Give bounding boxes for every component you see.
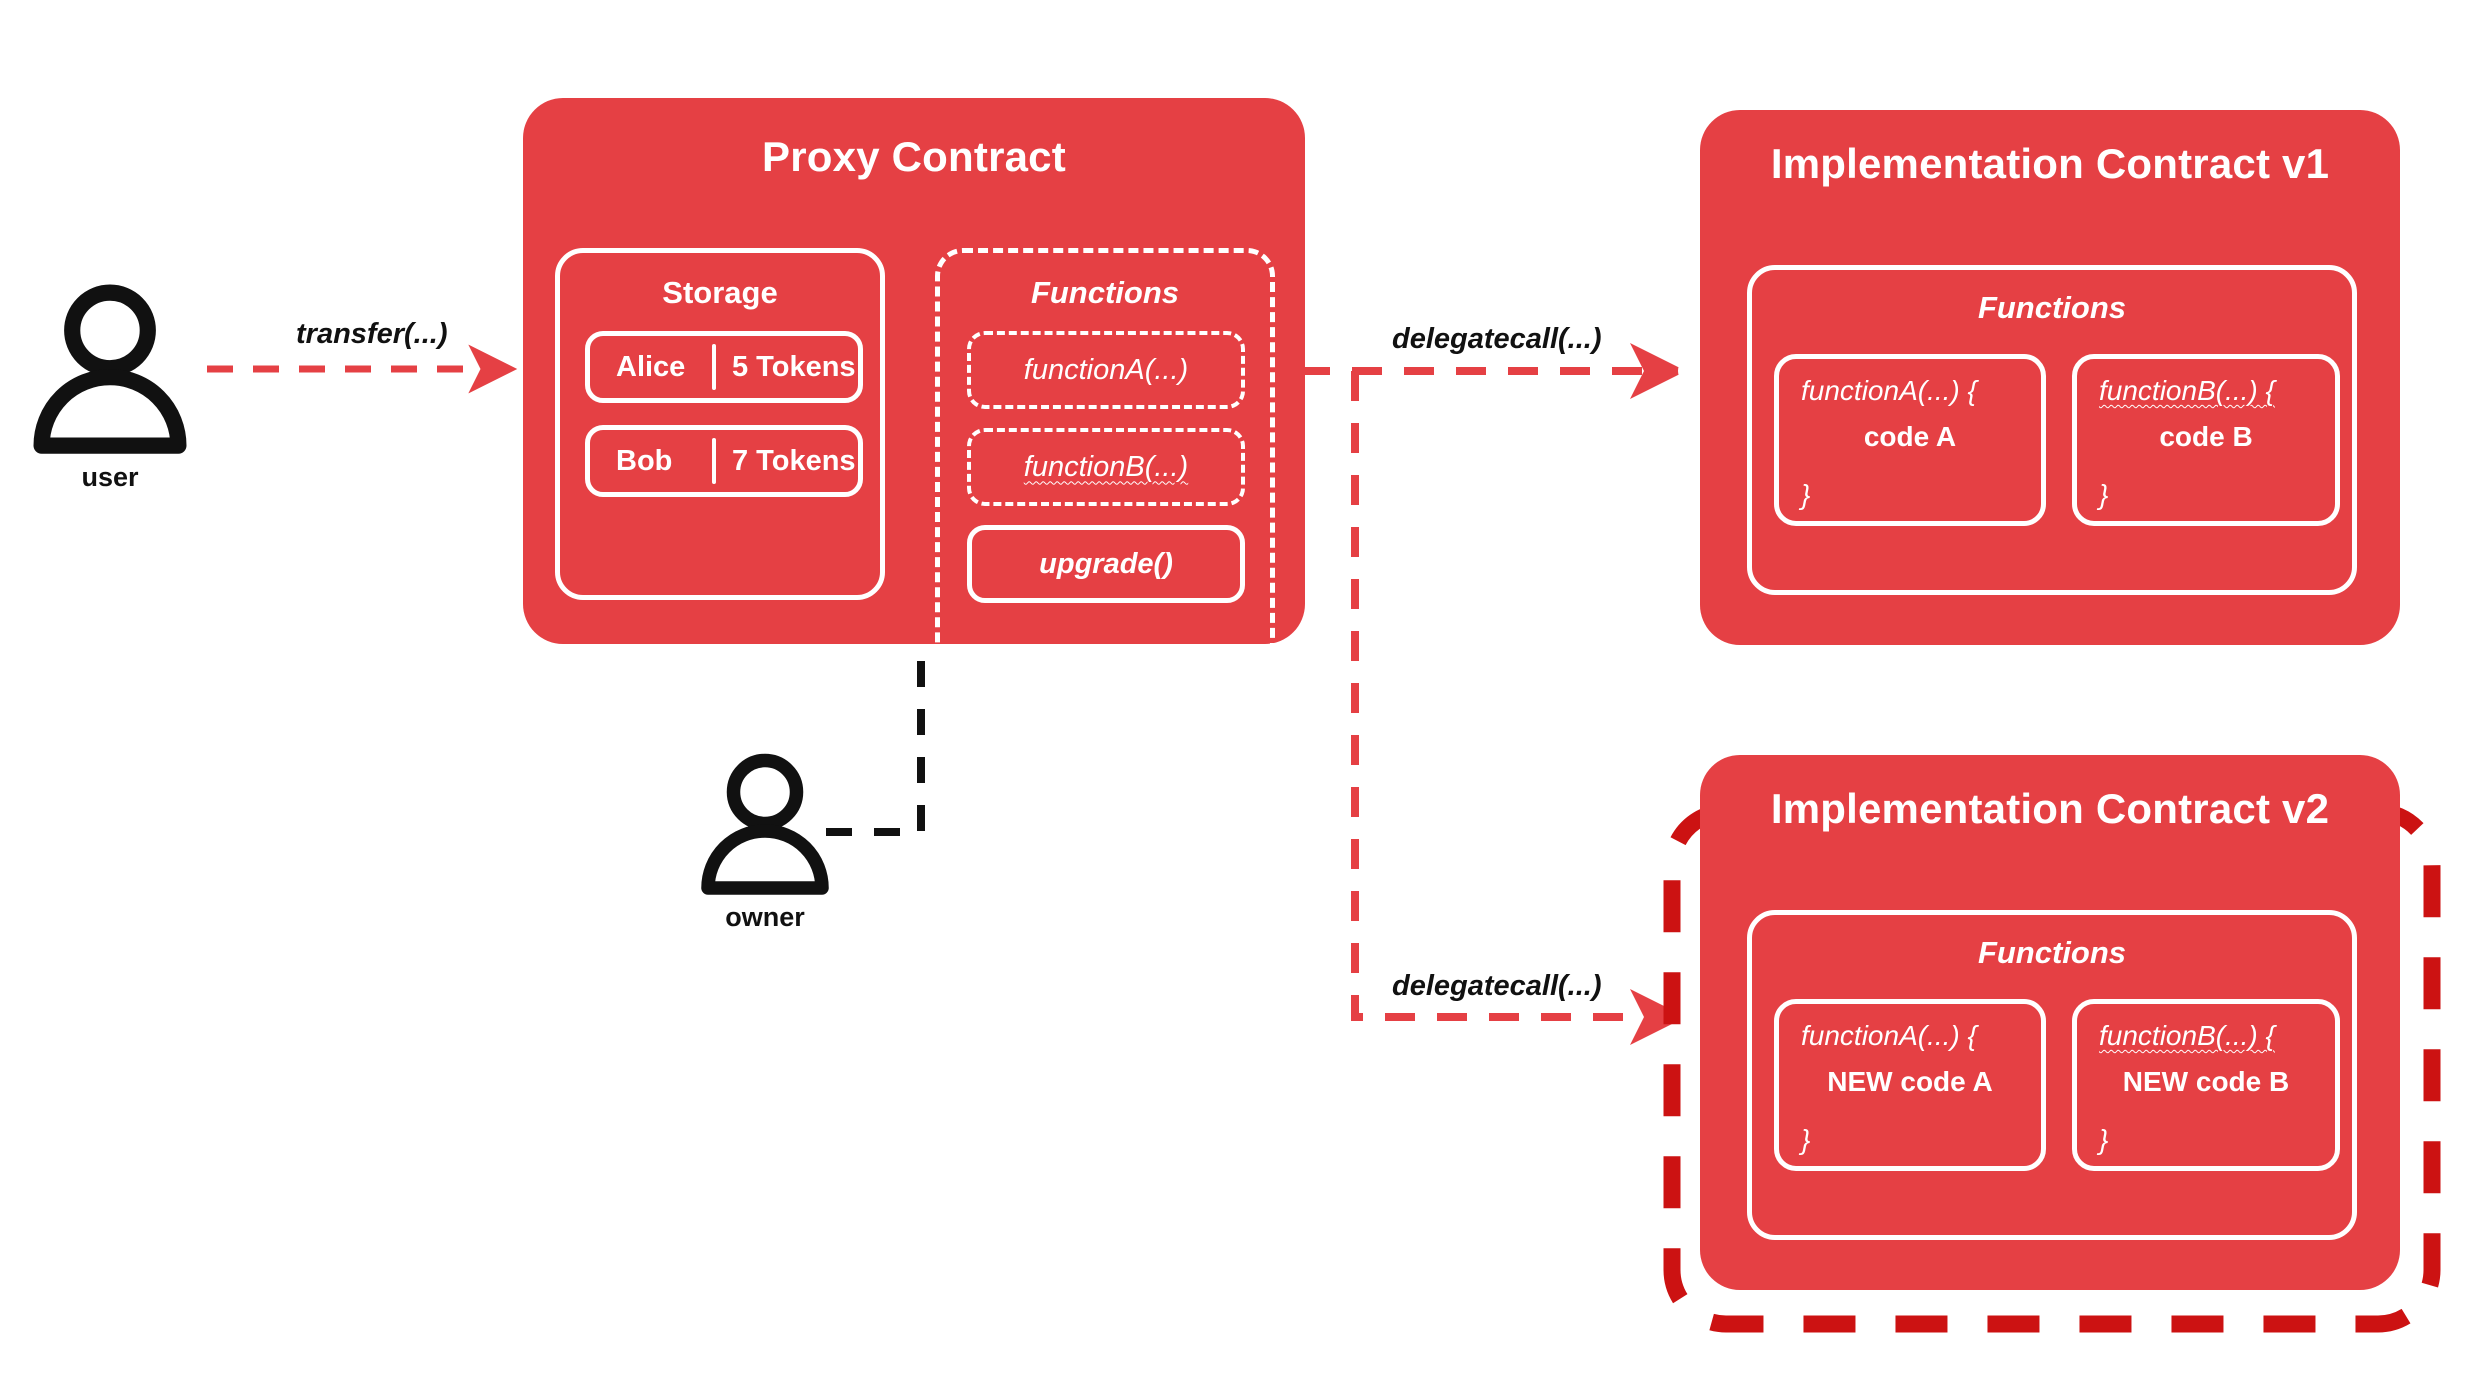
edge-label-delegatecall-v2: delegatecall(...) (1392, 970, 1602, 1002)
impl-v1-functionA-body: code A (1863, 421, 1957, 452)
impl-v1-card[interactable]: Implementation Contract v1 Functions fun… (1700, 110, 2400, 645)
impl-v1-functionA-signature: functionA(...) { (1801, 375, 1977, 406)
proxy-contract-card[interactable]: Proxy Contract Storage Alice 5 Tokens Bo… (523, 98, 1305, 736)
edge-label-delegatecall-v1: delegatecall(...) (1392, 323, 1602, 355)
actor-user-label: user (81, 462, 139, 492)
impl-v2-functionA-body: NEW code A (1827, 1066, 1993, 1097)
impl-v1-title: Implementation Contract v1 (1770, 140, 2330, 187)
impl-v1-functions-panel: Functions functionA(...) { code A } func… (1747, 265, 2357, 595)
proxy-function-upgrade[interactable]: upgrade() (967, 525, 1245, 603)
edge-delegatecall-v2 (1351, 371, 1706, 1045)
impl-v1-functionB-body: code B (2159, 421, 2253, 452)
storage-row-divider (712, 344, 716, 390)
proxy-storage-label: Storage (662, 275, 778, 310)
proxy-functions-panel: Functions functionA(...) functionB(...) … (935, 248, 1275, 736)
proxy-function-a[interactable]: functionA(...) (967, 331, 1245, 409)
impl-v1-functionB-signature: functionB(...) { (2099, 375, 2275, 406)
edge-delegatecall-v1 (1300, 343, 1706, 399)
actor-owner-label: owner (725, 902, 805, 932)
person-icon (701, 753, 829, 895)
actor-user: user (20, 280, 200, 500)
proxy-functions-label: Functions (1030, 275, 1180, 310)
impl-v2-functionA-close: } (1801, 1124, 1811, 1155)
impl-v1-functionA-box[interactable]: functionA(...) { code A } (1774, 354, 2046, 526)
impl-v2-functionB-signature: functionB(...) { (2099, 1020, 2275, 1051)
proxy-contract-title: Proxy Contract (762, 133, 1066, 180)
impl-v1-functionB-close: } (2099, 479, 2109, 510)
impl-v1-functionB-box[interactable]: functionB(...) { code B } (2072, 354, 2340, 526)
proxy-storage-panel: Storage Alice 5 Tokens Bob 7 Tokens (555, 248, 885, 600)
impl-v1-functionA-close: } (1801, 479, 1811, 510)
storage-row: Alice 5 Tokens (585, 331, 863, 403)
storage-row-key: Alice (616, 350, 686, 383)
impl-v2-functions-panel: Functions functionA(...) { NEW code A } … (1747, 910, 2357, 1240)
impl-v2-card[interactable]: Implementation Contract v2 Functions fun… (1700, 755, 2400, 1290)
impl-v1-functions-label: Functions (1977, 290, 2127, 325)
actor-owner: owner (690, 750, 840, 940)
proxy-function-a-label: functionA(...) (1023, 353, 1189, 386)
proxy-function-b[interactable]: functionB(...) (967, 428, 1245, 506)
impl-v2-title: Implementation Contract v2 (1770, 785, 2330, 832)
storage-row-divider (712, 438, 716, 484)
storage-row-value: 7 Tokens (732, 444, 856, 477)
impl-v2-functionB-body: NEW code B (2122, 1066, 2290, 1097)
proxy-function-upgrade-label: upgrade() (1039, 547, 1173, 580)
proxy-function-b-label: functionB(...) (1023, 450, 1189, 483)
edge-label-transfer: transfer(...) (296, 318, 448, 350)
impl-v2-functionA-signature: functionA(...) { (1801, 1020, 1977, 1051)
impl-v2-functionB-close: } (2099, 1124, 2109, 1155)
impl-v2-functions-label: Functions (1977, 935, 2127, 970)
person-icon (33, 284, 187, 454)
impl-v2-functionB-box[interactable]: functionB(...) { NEW code B } (2072, 999, 2340, 1171)
storage-row-value: 5 Tokens (732, 350, 856, 383)
impl-v2-functionA-box[interactable]: functionA(...) { NEW code A } (1774, 999, 2046, 1171)
storage-row: Bob 7 Tokens (585, 425, 863, 497)
storage-row-key: Bob (616, 444, 673, 477)
